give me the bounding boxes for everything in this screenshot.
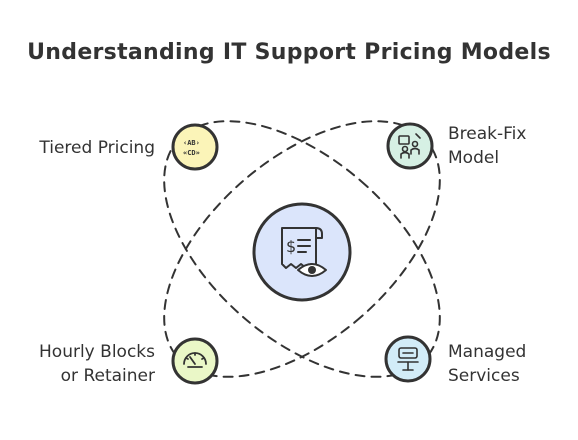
repair-people-icon	[398, 133, 421, 159]
tiered-pricing-circle	[171, 123, 219, 171]
managed-services-circle	[384, 335, 432, 383]
diagram-title: Understanding IT Support Pricing Models	[27, 40, 551, 65]
node-hourly-blocks	[171, 337, 219, 385]
receipt-eye-icon: $	[281, 227, 327, 277]
code-tiers-icon: ‹AB› «CD»	[183, 139, 200, 157]
label-tiered-pricing: Tiered Pricing	[39, 136, 155, 160]
node-managed-services	[384, 335, 432, 383]
svg-text:«CD»: «CD»	[183, 149, 200, 157]
label-managed-services: Managed Services	[448, 340, 526, 388]
label-line: Break-Fix	[448, 124, 527, 144]
svg-text:‹AB›: ‹AB›	[183, 139, 200, 147]
label-line: Managed	[448, 342, 527, 362]
node-tiered-pricing: ‹AB› «CD»	[171, 123, 219, 171]
label-line: or Retainer	[60, 366, 155, 386]
label-line: Tiered Pricing	[39, 138, 155, 158]
support-desk-icon	[397, 347, 419, 371]
label-hourly-blocks: Hourly Blocks or Retainer	[39, 340, 155, 388]
gauge-icon	[183, 352, 207, 368]
svg-text:$: $	[286, 237, 296, 256]
node-break-fix-model	[386, 122, 434, 170]
center-node: $	[252, 202, 352, 302]
label-line: Hourly Blocks	[39, 342, 155, 362]
label-break-fix-model: Break-Fix Model	[448, 122, 526, 170]
label-line: Model	[448, 148, 500, 168]
break-fix-circle	[386, 122, 434, 170]
label-line: Services	[448, 366, 520, 386]
hourly-blocks-circle	[171, 337, 219, 385]
